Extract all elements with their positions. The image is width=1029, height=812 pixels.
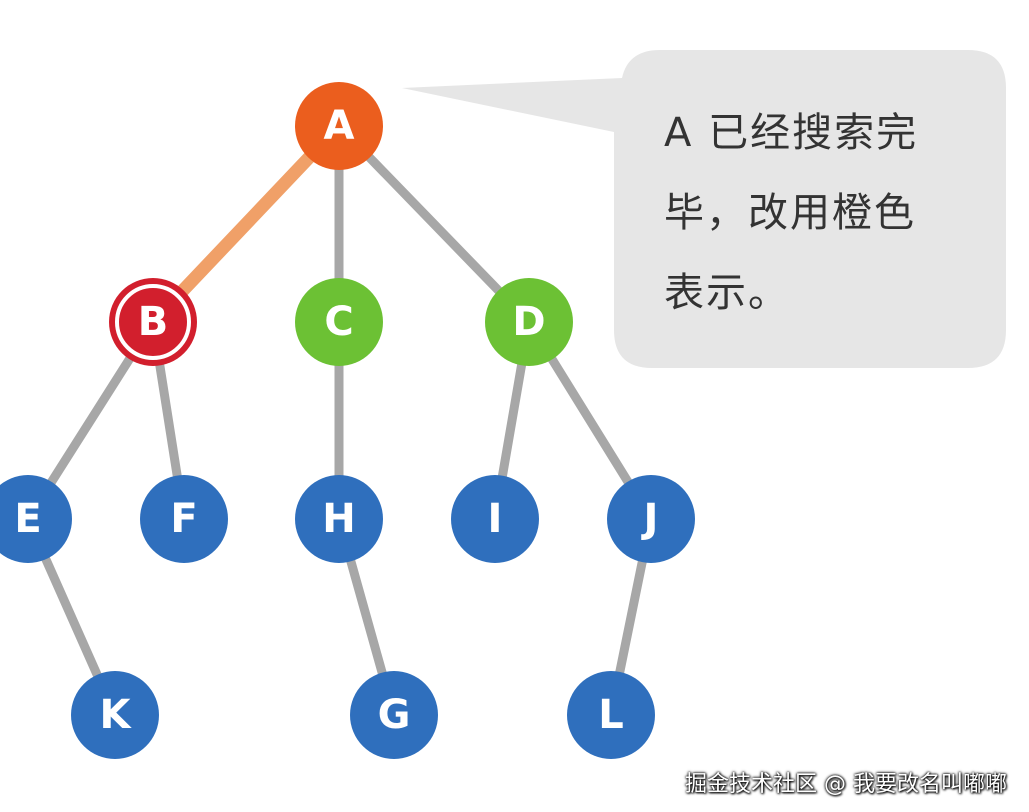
node-highlight-ring: [115, 284, 191, 360]
node-circle: [109, 278, 197, 366]
node-label: A: [324, 103, 355, 149]
node-label: D: [512, 299, 545, 345]
node-circle: [140, 475, 228, 563]
node-circle: [607, 475, 695, 563]
node-circle: [295, 82, 383, 170]
node-c: C: [295, 278, 383, 366]
node-label: G: [378, 692, 411, 738]
edge-a-b: [146, 119, 346, 329]
node-h: H: [295, 475, 383, 563]
node-j: J: [607, 475, 695, 563]
edges-layer: [23, 119, 656, 720]
node-i: I: [451, 475, 539, 563]
callout-line-3: 表示。: [664, 270, 790, 316]
node-e: E: [0, 475, 72, 563]
node-b: B: [109, 278, 197, 366]
node-circle: [0, 475, 72, 563]
callout-line-1: A 已经搜索完: [664, 110, 918, 156]
node-label: B: [138, 299, 169, 345]
node-l: L: [567, 671, 655, 759]
node-label: J: [641, 496, 659, 542]
node-circle: [567, 671, 655, 759]
node-f: F: [140, 475, 228, 563]
node-label: K: [100, 692, 133, 738]
node-g: G: [350, 671, 438, 759]
node-k: K: [71, 671, 159, 759]
node-label: F: [170, 496, 197, 542]
node-circle: [295, 475, 383, 563]
node-circle: [295, 278, 383, 366]
nodes-layer: A B C D E F H I J K G L: [0, 82, 695, 759]
node-circle: [350, 671, 438, 759]
node-label: H: [322, 496, 355, 542]
node-circle: [71, 671, 159, 759]
edge-a-d: [334, 121, 534, 327]
node-label: L: [598, 692, 624, 738]
callout-shape: [402, 50, 1006, 368]
node-label: I: [488, 496, 503, 542]
node-circle: [451, 475, 539, 563]
callout-line-2: 毕，改用橙色: [664, 190, 916, 236]
node-label: C: [324, 299, 353, 345]
node-label: E: [14, 496, 41, 542]
callout-bubble: A 已经搜索完 毕，改用橙色 表示。: [402, 50, 1006, 368]
node-circle: [485, 278, 573, 366]
node-d: D: [485, 278, 573, 366]
watermark: 掘金技术社区 @ 我要改名叫嘟嘟: [685, 772, 1007, 797]
node-a: A: [295, 82, 383, 170]
